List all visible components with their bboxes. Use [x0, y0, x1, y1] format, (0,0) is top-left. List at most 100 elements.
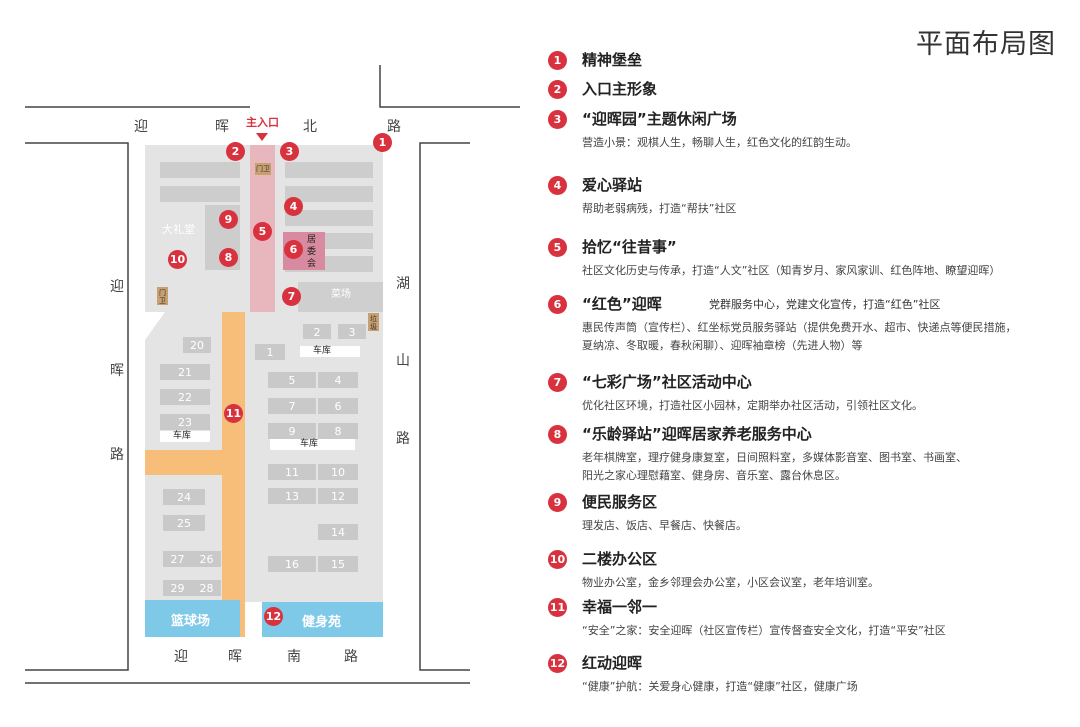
parking-slots: [160, 324, 366, 596]
road-south-char-1: 迎: [174, 649, 188, 665]
parking-spot: 4: [334, 374, 342, 387]
parking-spot: 16: [285, 558, 299, 571]
legend-number-badge: 12: [548, 654, 567, 673]
fitness-label: 健身苑: [302, 615, 342, 630]
legend-desc: “安全”之家：安全迎晖（社区宣传栏）宣传督查安全文化，打造“平安”社区: [582, 624, 946, 637]
road-north-char-2: 晖: [215, 119, 229, 135]
legend-desc: 夏纳凉、冬取暖，春秋闲聊）、迎晖袖章榜（先进人物）等: [582, 339, 863, 352]
parking-spot: 8: [334, 425, 342, 438]
legend-number-badge: 8: [548, 425, 567, 444]
map-marker-3[interactable]: 3: [280, 142, 299, 161]
parking-spot: 12: [331, 490, 345, 503]
legend-number-badge: 10: [548, 550, 567, 569]
parking-spot: 22: [178, 391, 192, 404]
legend-number-badge: 1: [548, 51, 567, 70]
legend-desc: 优化社区环境，打造社区小园林，定期举办社区活动，引领社区文化。: [582, 399, 923, 412]
legend-desc: 阳光之家心理慰藉室、健身房、音乐室、露台休息区。: [582, 469, 846, 482]
legend-title: “七彩广场”社区活动中心: [582, 373, 752, 391]
parking-spot: 9: [288, 425, 296, 438]
parking-spot: 6: [334, 400, 342, 413]
parking-spot: 10: [331, 466, 345, 479]
parking-spot: 20: [190, 339, 204, 352]
committee-label-2: 委: [307, 247, 317, 257]
legend-number-badge: 9: [548, 493, 567, 512]
road-outlines: [25, 65, 520, 684]
legend-title: “红色”迎晖: [582, 295, 662, 313]
map-marker-6[interactable]: 6: [284, 240, 303, 259]
parking-spot: 13: [285, 490, 299, 503]
legend-title: 幸福一邻一: [582, 598, 658, 616]
legend-number-badge: 6: [548, 295, 567, 314]
basketball-court: [145, 600, 240, 637]
auditorium-label: 大礼堂: [162, 223, 195, 236]
parking-spot: 26: [199, 553, 214, 566]
main-entrance-label: 主入口: [246, 116, 279, 129]
parking-spot: 3: [348, 326, 356, 339]
entrance-arrow: [256, 133, 268, 141]
parking-spot: 23: [178, 416, 192, 429]
map-marker-9[interactable]: 9: [219, 210, 238, 229]
parking-spot: 1: [266, 346, 274, 359]
legend-title: 爱心驿站: [582, 176, 643, 194]
road-east-char-2: 山: [396, 353, 410, 369]
parking-spot: 15: [331, 558, 345, 571]
legend-desc: “健康”护航：关爱身心健康，打造“健康”社区，健康广场: [582, 680, 858, 693]
legend-title: “乐龄驿站”迎晖居家养老服务中心: [582, 425, 812, 443]
legend-title: 便民服务区: [582, 493, 658, 511]
map-marker-8[interactable]: 8: [219, 248, 238, 267]
parking-spot: 27: [170, 553, 185, 566]
parking-spot: 21: [178, 366, 192, 379]
road-west-char-3: 路: [110, 447, 124, 463]
legend-desc: 物业办公室，金乡邻理会办公室，小区会议室，老年培训室。: [582, 576, 879, 589]
legend-title: 入口主形象: [582, 80, 658, 98]
map-marker-1[interactable]: 1: [373, 133, 392, 152]
site-map: 迎 晖 北 路 迎 晖 南 路 迎 晖 路 湖 山 路 主入口 门卫 门卫 垃圾…: [0, 0, 520, 727]
site-map-graphic: [25, 65, 520, 684]
road-south-char-2: 晖: [228, 649, 242, 665]
map-marker-10[interactable]: 10: [168, 250, 187, 269]
legend-number-badge: 7: [548, 373, 567, 392]
page-title: 平面布局图: [916, 29, 1056, 60]
parking-spot: 28: [199, 582, 214, 595]
map-marker-2[interactable]: 2: [226, 142, 245, 161]
map-marker-4[interactable]: 4: [284, 197, 303, 216]
legend-desc: 理发店、饭店、早餐店、快餐店。: [582, 519, 747, 532]
legend-desc: 惠民传声筒（宣传栏）、红坐标党员服务驿站（提供免费开水、超市、快递点等便民措施，: [582, 321, 1017, 334]
road-south-char-3: 南: [287, 649, 301, 665]
committee-label-1: 居: [307, 235, 317, 245]
legend-desc: 老年棋牌室，理疗健身康复室，日间照料室，多媒体影音室、图书室、书画室、: [582, 451, 967, 464]
legend-number-badge: 3: [548, 110, 567, 129]
road-east-char-3: 路: [396, 431, 410, 447]
map-marker-7[interactable]: 7: [282, 287, 301, 306]
parking-spot: 29: [170, 582, 185, 595]
road-west-char-2: 晖: [110, 363, 124, 379]
road-west-char-1: 迎: [110, 279, 124, 295]
committee-label-3: 会: [307, 259, 317, 269]
parking-spot: 2: [313, 326, 321, 339]
basketball-label: 篮球场: [171, 614, 211, 629]
gate-right-label: 垃圾: [370, 315, 377, 331]
garage-label-3: 车库: [300, 439, 319, 449]
map-marker-5[interactable]: 5: [253, 222, 272, 241]
parking-spot: 25: [177, 517, 191, 530]
garage-label-2: 车库: [173, 431, 192, 441]
legend-number-badge: 11: [548, 598, 567, 617]
legend-desc: 帮助老弱病残，打造“帮扶”社区: [582, 202, 737, 215]
parking-spot: 14: [331, 526, 345, 539]
legend-desc: 社区文化历史与传承，打造“人文”社区（知青岁月、家风家训、红色阵地、瞭望迎晖）: [582, 264, 1001, 277]
legend-number-badge: 2: [548, 80, 567, 99]
gate-top-label: 门卫: [256, 165, 270, 173]
legend-number-badge: 4: [548, 176, 567, 195]
legend-title: 红动迎晖: [582, 654, 643, 672]
legend-desc: 营造小景：观棋人生，畅聊人生，红色文化的红韵生动。: [582, 136, 857, 149]
legend-inline-desc: 党群服务中心，党建文化宣传，打造“红色”社区: [709, 298, 941, 311]
map-marker-12[interactable]: 12: [264, 607, 283, 626]
market-area: [298, 282, 383, 312]
legend-title: “迎晖园”主题休闲广场: [582, 110, 737, 128]
parking-spot: 24: [177, 491, 191, 504]
road-north-char-1: 迎: [134, 119, 148, 135]
legend-title: 二楼办公区: [582, 550, 658, 568]
parking-spot: 11: [285, 466, 299, 479]
map-marker-11[interactable]: 11: [224, 404, 243, 423]
gate-left-label: 门卫: [159, 289, 166, 305]
